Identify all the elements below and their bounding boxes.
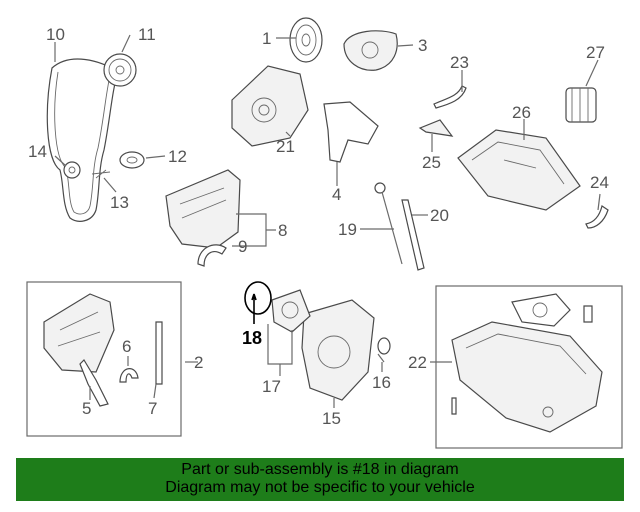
oil-pipe-part bbox=[433, 85, 467, 109]
gasket-part-6 bbox=[119, 368, 139, 383]
callout-5: 5 bbox=[82, 399, 91, 418]
callout-11: 11 bbox=[138, 25, 156, 44]
gasket-part-5 bbox=[79, 359, 109, 407]
gasket-part-7 bbox=[155, 321, 163, 385]
leader-lines bbox=[54, 34, 601, 408]
callout-6: 6 bbox=[122, 337, 131, 356]
crank-pulley-part bbox=[289, 17, 323, 63]
oil-pump-part bbox=[231, 65, 309, 147]
bracket-part bbox=[323, 101, 379, 163]
notice-line-2: Diagram may not be specific to your vehi… bbox=[165, 479, 475, 496]
callout-16: 16 bbox=[372, 373, 391, 392]
camshaft-pulley-part bbox=[103, 53, 137, 87]
oil-sensor-part bbox=[585, 205, 609, 229]
callout-21: 21 bbox=[276, 137, 295, 156]
callout-4: 4 bbox=[332, 185, 341, 204]
oil-filter-part bbox=[565, 87, 597, 123]
callout-1: 1 bbox=[262, 29, 271, 48]
drain-bolt-part bbox=[583, 305, 593, 323]
vehicle-fit-notice: Part or sub-assembly is #18 in diagram D… bbox=[16, 458, 624, 501]
callout-9: 9 bbox=[238, 237, 247, 256]
oil-level-sensor-part bbox=[377, 337, 391, 363]
group-box-22 bbox=[435, 285, 623, 449]
notice-line-1: Part or sub-assembly is #18 in diagram bbox=[181, 461, 459, 478]
callout-17: 17 bbox=[262, 377, 281, 396]
callout-23: 23 bbox=[450, 53, 469, 72]
idler-part bbox=[119, 151, 145, 169]
callout-3: 3 bbox=[418, 36, 427, 55]
oil-pan-part bbox=[451, 321, 603, 433]
callout-27: 27 bbox=[586, 43, 605, 62]
callout-18: 18 bbox=[242, 328, 262, 348]
parts-diagram: 10 11 14 12 13 1 3 21 4 23 27 26 25 24 8… bbox=[26, 17, 623, 449]
inner-cover-part bbox=[43, 293, 115, 373]
tensioner-spring-part bbox=[91, 169, 111, 179]
callout-2: 2 bbox=[194, 353, 203, 372]
upper-oil-pan-part bbox=[457, 129, 581, 211]
callout-20: 20 bbox=[430, 206, 449, 225]
water-pump-part bbox=[343, 30, 398, 71]
callout-14: 14 bbox=[28, 142, 47, 161]
callout-8: 8 bbox=[278, 221, 287, 240]
dipstick-part bbox=[374, 182, 403, 265]
oil-level-gauge-part bbox=[418, 119, 454, 137]
callout-12: 12 bbox=[168, 147, 187, 166]
cover-seal-part bbox=[197, 244, 227, 267]
rear-cover-part bbox=[301, 299, 375, 401]
dipstick-tube-part bbox=[401, 199, 425, 271]
timing-belt-cover-part bbox=[165, 169, 241, 249]
pan-bolt-part bbox=[451, 397, 457, 415]
group-box-2 bbox=[26, 281, 182, 437]
tensioner-part bbox=[63, 161, 81, 179]
callout-19: 19 bbox=[338, 220, 357, 239]
callout-25: 25 bbox=[422, 153, 441, 172]
seal-ring-part-18 bbox=[244, 281, 272, 315]
callout-26: 26 bbox=[512, 103, 531, 122]
callout-22: 22 bbox=[408, 353, 427, 372]
callout-13: 13 bbox=[110, 193, 129, 212]
oil-seal-retainer-part bbox=[271, 289, 311, 333]
timing-belt-part bbox=[46, 58, 119, 222]
callout-7: 7 bbox=[148, 399, 157, 418]
callout-10: 10 bbox=[46, 25, 65, 44]
callout-15: 15 bbox=[322, 409, 341, 428]
callout-24: 24 bbox=[590, 173, 609, 192]
baffle-plate-part bbox=[511, 293, 571, 327]
